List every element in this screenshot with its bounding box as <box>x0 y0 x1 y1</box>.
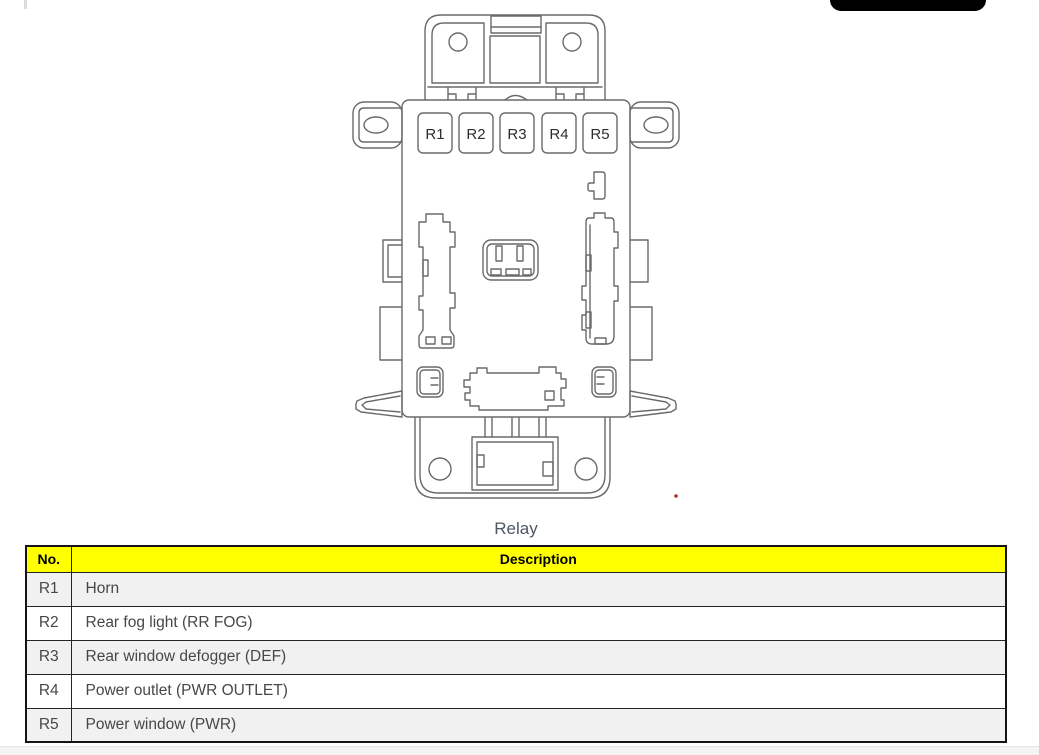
table-row: R2 Rear fog light (RR FOG) <box>25 605 1007 641</box>
right-mounting-tab <box>629 101 680 149</box>
scrollbar-remnant <box>24 0 27 9</box>
relay-r1: R1 <box>417 112 453 154</box>
table-row: R4 Power outlet (PWR OUTLET) <box>25 673 1007 709</box>
table-header-row: No. Description <box>25 545 1007 573</box>
relay-no-cell: R1 <box>25 571 72 607</box>
relay-description-table: No. Description R1 Horn R2 Rear fog ligh… <box>25 545 1007 743</box>
cutoff-black-button[interactable] <box>830 0 986 11</box>
relay-r2: R2 <box>458 112 494 154</box>
relay-no-cell: R2 <box>25 605 72 641</box>
right-wing-bracket <box>629 390 677 418</box>
table-row: R1 Horn <box>25 571 1007 607</box>
small-notch-connector <box>587 171 606 200</box>
bottom-center-connector <box>463 366 567 411</box>
relay-r4-label: R4 <box>549 126 568 143</box>
column-header-no: No. <box>25 545 72 573</box>
relay-description-cell: Rear fog light (RR FOG) <box>70 605 1007 641</box>
relay-r3-label: R3 <box>507 126 526 143</box>
relay-r1-label: R1 <box>425 126 444 143</box>
relay-description-cell: Power outlet (PWR OUTLET) <box>70 673 1007 709</box>
relay-no-cell: R4 <box>25 673 72 709</box>
bottom-left-socket <box>416 366 444 398</box>
relay-description-cell: Rear window defogger (DEF) <box>70 639 1007 675</box>
column-header-description: Description <box>70 545 1007 573</box>
relay-r5: R5 <box>582 112 618 154</box>
table-row: R5 Power window (PWR) <box>25 707 1007 743</box>
left-mounting-tab <box>352 101 403 149</box>
right-vertical-connector <box>581 212 619 345</box>
relay-no-cell: R3 <box>25 639 72 675</box>
table-row: R3 Rear window defogger (DEF) <box>25 639 1007 675</box>
relay-no-cell: R5 <box>25 707 72 743</box>
center-connector <box>482 239 539 281</box>
top-mounting-bracket <box>424 14 606 101</box>
bottom-mounting-bracket <box>414 417 611 499</box>
relay-r5-label: R5 <box>590 126 609 143</box>
relay-box-body <box>401 99 631 418</box>
diagram-caption: Relay <box>494 519 538 538</box>
relay-r2-label: R2 <box>466 126 485 143</box>
box-edge-tabs <box>379 239 653 361</box>
red-marker-dot <box>674 494 678 498</box>
relay-r4: R4 <box>541 112 577 154</box>
page-footer-strip <box>0 746 1039 755</box>
bottom-right-socket <box>591 366 617 398</box>
relay-description-cell: Power window (PWR) <box>70 707 1007 743</box>
relay-r3: R3 <box>499 112 535 154</box>
relay-box-diagram: R1 R2 R3 R4 R5 <box>340 5 690 510</box>
left-wing-bracket <box>355 390 403 418</box>
relay-description-cell: Horn <box>70 571 1007 607</box>
left-vertical-connector <box>418 213 456 349</box>
